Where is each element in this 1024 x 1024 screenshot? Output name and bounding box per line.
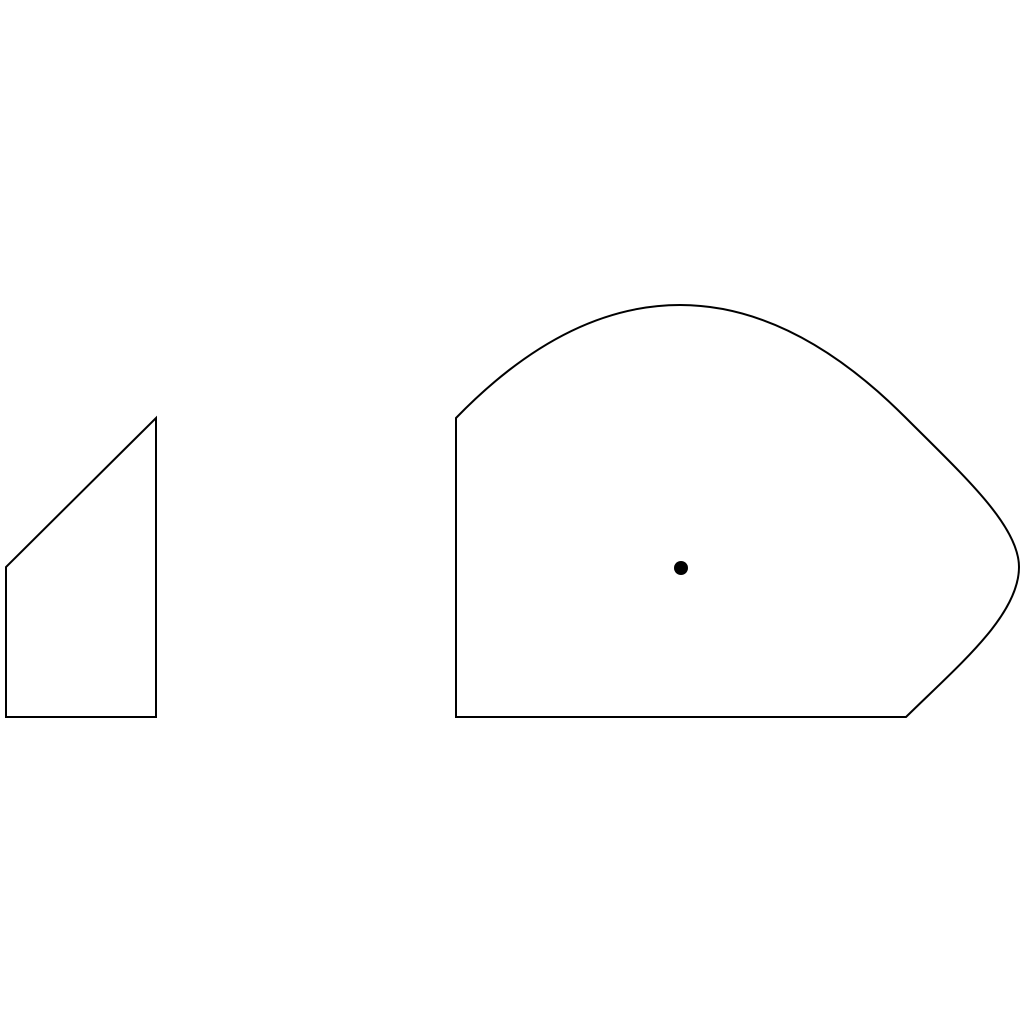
trapezoid-outline — [5, 415, 157, 718]
curved-region-outline — [455, 303, 1021, 718]
center-dot — [674, 561, 688, 575]
